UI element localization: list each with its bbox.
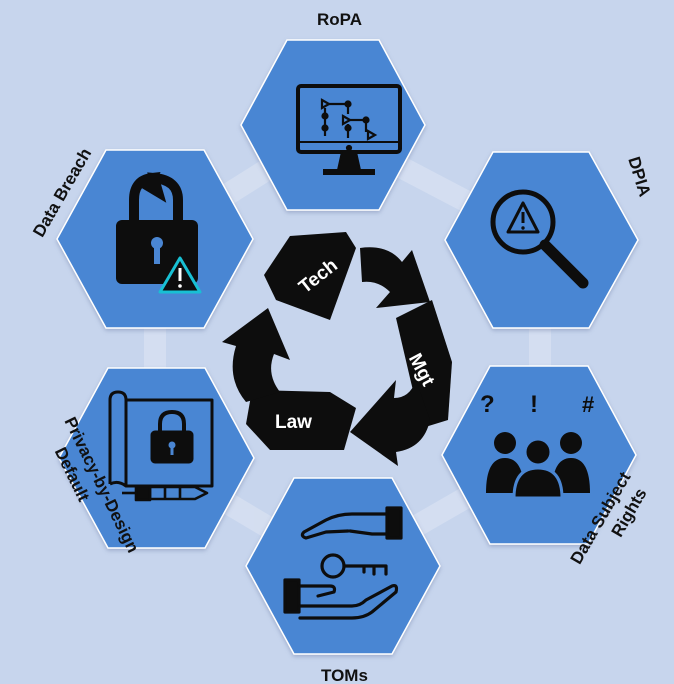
hexagon-ropa[interactable] xyxy=(240,39,426,211)
cycle-arrow-bottom-right xyxy=(350,380,430,466)
broken-lock-warning-icon xyxy=(116,172,202,294)
blueprint-lock-icon xyxy=(108,390,214,502)
people-questions-icon: ? ! # xyxy=(480,391,594,500)
cycle-arrow-left xyxy=(222,308,290,402)
monitor-flowchart-icon xyxy=(296,84,402,175)
magnifier-warning-icon xyxy=(490,189,589,289)
cycle-ribbon-law xyxy=(246,390,356,450)
label-toms: TOMs xyxy=(321,666,368,684)
cycle-ribbon-tech xyxy=(264,232,356,320)
hash-symbol: # xyxy=(582,392,594,417)
label-dpia: DPIA xyxy=(624,154,654,198)
cycle-ribbon-mgt xyxy=(396,300,452,428)
question-symbol: ? xyxy=(480,391,495,418)
label-ropa: RoPA xyxy=(317,10,362,29)
recycle-cycle: Tech Mgt Law xyxy=(222,232,452,466)
cycle-label-law: Law xyxy=(275,412,312,433)
cycle-arrow-top-right xyxy=(360,247,430,308)
exclamation-symbol: ! xyxy=(530,391,538,418)
hands-key-icon xyxy=(283,506,403,620)
hexagon-dpia[interactable] xyxy=(444,151,639,329)
